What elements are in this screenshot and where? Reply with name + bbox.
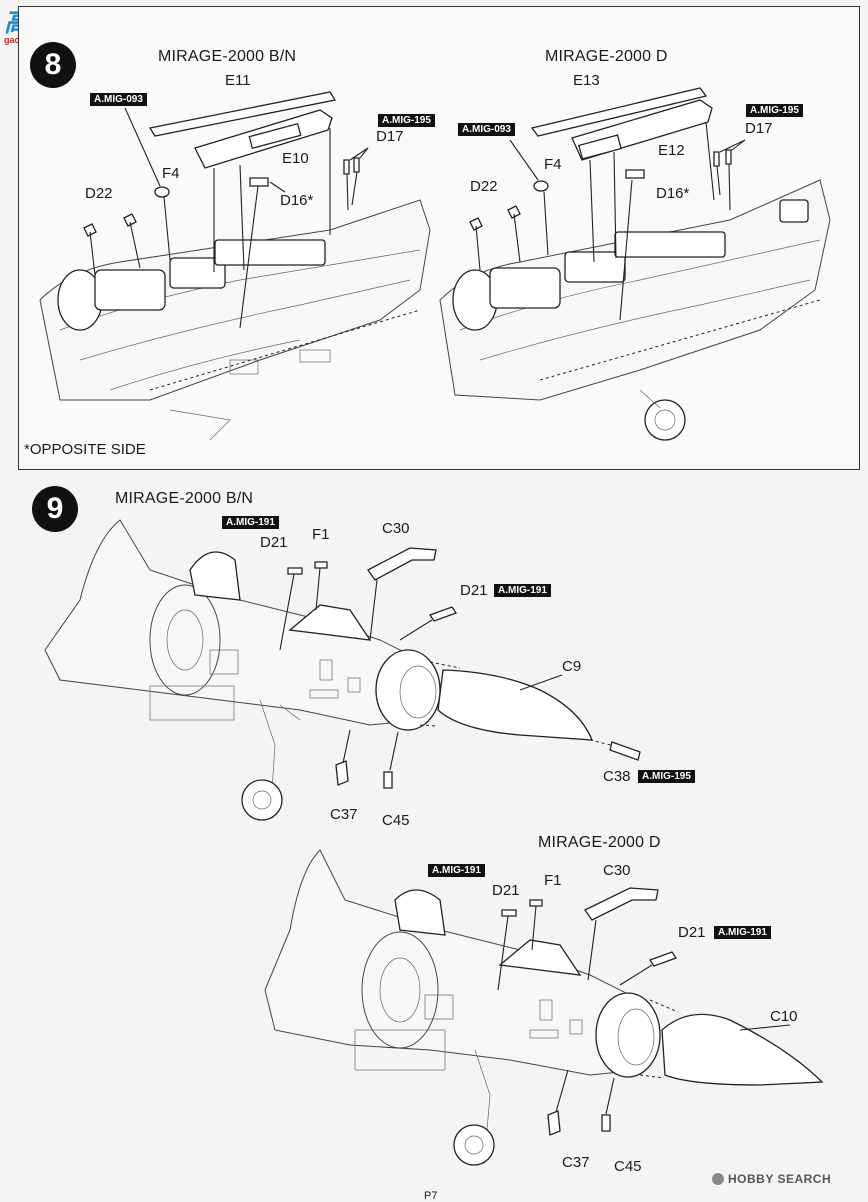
step-8-right-parts	[469, 87, 746, 321]
step-9-bottom-part-d21-b: D21	[678, 924, 706, 941]
step-9-bottom-title: MIRAGE-2000 D	[538, 834, 661, 851]
step-8-right-tag-mig195: A.MIG-195	[746, 104, 803, 117]
step-8-left-part-f4: F4	[162, 165, 180, 182]
step-9-top-tag-mig191-b: A.MIG-191	[494, 584, 551, 597]
page-number: P7	[424, 1190, 438, 1202]
step-9-bottom-tag-mig191-a: A.MIG-191	[428, 864, 485, 877]
step-8-left-part-d16: D16*	[280, 192, 314, 209]
step-9-top-tag-mig191-a: A.MIG-191	[222, 516, 279, 529]
step-9-top-fuselage	[44, 519, 441, 821]
step-8-right-part-d17: D17	[745, 120, 773, 137]
step-8-number: 8	[30, 42, 76, 88]
step-8-left-tag-mig195: A.MIG-195	[378, 114, 435, 127]
step-8-right-title: MIRAGE-2000 D	[545, 48, 668, 65]
step-8-left-tag-mig093: A.MIG-093	[90, 93, 147, 106]
step-9-bottom-part-f1: F1	[544, 872, 562, 889]
step-8-right-part-e12: E12	[658, 142, 685, 159]
step-8-left-part-e11: E11	[225, 72, 251, 89]
hobby-search-logo: HOBBY SEARCH	[712, 1172, 831, 1186]
step-9-bottom-parts	[497, 887, 824, 1136]
step-9-top-tag-mig195: A.MIG-195	[638, 770, 695, 783]
step-9-top-part-c37: C37	[330, 806, 358, 823]
step-9-top-part-c38: C38	[603, 768, 631, 785]
hobby-search-icon	[712, 1173, 724, 1185]
step-9-bottom-part-d21-a: D21	[492, 882, 520, 899]
step-8-left-part-e10: E10	[282, 150, 309, 167]
step-9-bottom-part-c37: C37	[562, 1154, 590, 1171]
step-9-number: 9	[32, 486, 78, 532]
step-9-top-part-c30: C30	[382, 520, 410, 537]
hobby-search-text: HOBBY SEARCH	[728, 1172, 832, 1186]
step-8-left-parts	[83, 91, 369, 329]
step-8-drawing	[39, 87, 831, 441]
step-9-top-title: MIRAGE-2000 B/N	[115, 490, 254, 507]
step-9-bottom-fuselage	[264, 849, 661, 1166]
step-9-bottom-part-c30: C30	[603, 862, 631, 879]
step-9-top-part-d21-b: D21	[460, 582, 488, 599]
step-8-left-part-d17: D17	[376, 128, 404, 145]
step-8-left-title: MIRAGE-2000 B/N	[158, 48, 297, 65]
step-9-bottom-tag-mig191-b: A.MIG-191	[714, 926, 771, 939]
step-9-top-part-f1: F1	[312, 526, 330, 543]
step-8-right-part-f4: F4	[544, 156, 562, 173]
step-9-top-part-c45: C45	[382, 812, 410, 829]
step-8-left-fuselage	[39, 199, 431, 441]
step-9-top-part-c9: C9	[562, 658, 582, 675]
step-8-right-tag-mig093: A.MIG-093	[458, 123, 515, 136]
step-9-bottom-part-c10: C10	[770, 1008, 798, 1025]
step-8-right-part-e13: E13	[573, 72, 600, 89]
step-8-left-part-d22: D22	[85, 185, 113, 202]
step-8-right-part-d16: D16*	[656, 185, 690, 202]
step-8-note-opposite-side: *OPPOSITE SIDE	[24, 441, 146, 458]
step-8-right-fuselage	[439, 179, 831, 441]
step-9-top-part-d21-a: D21	[260, 534, 288, 551]
step-8-right-part-d22: D22	[470, 178, 498, 195]
step-9-top-parts	[279, 547, 641, 789]
step-9-bottom-part-c45: C45	[614, 1158, 642, 1175]
